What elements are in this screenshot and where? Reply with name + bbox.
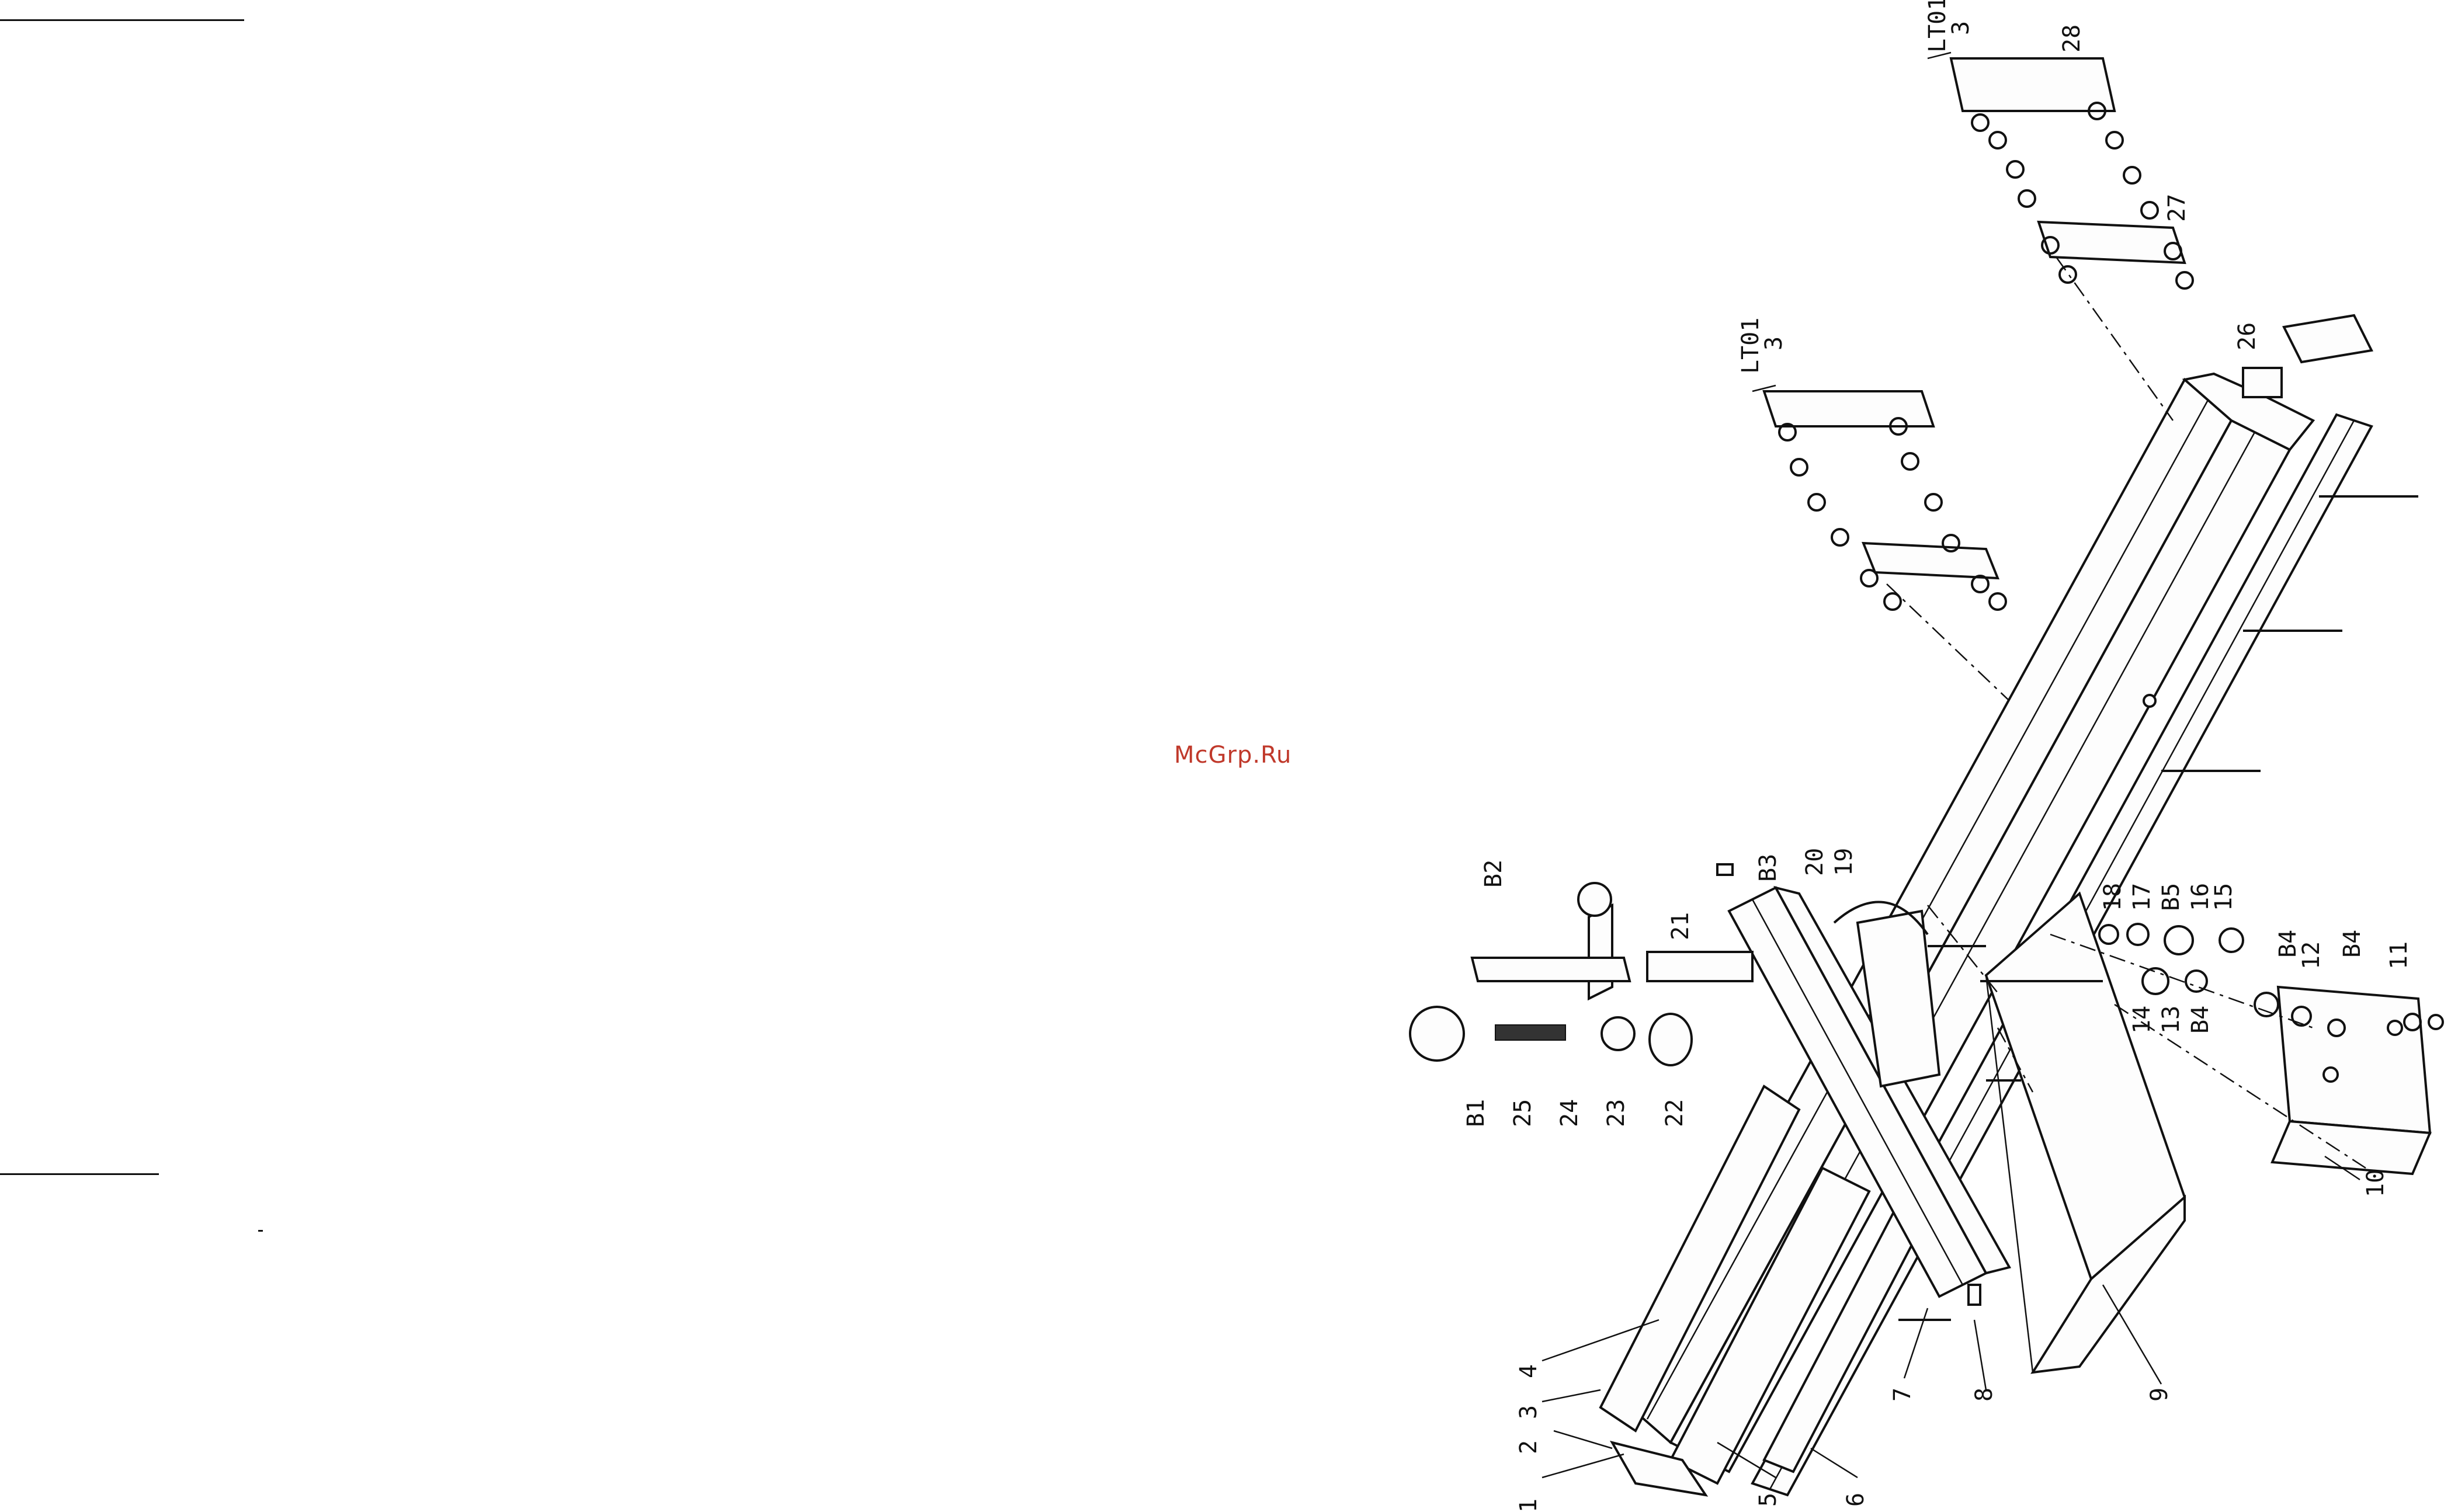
callout-24: 24 [1556, 1099, 1583, 1127]
callout-20: 20 [1801, 848, 1828, 876]
spring-24 [1495, 1025, 1565, 1040]
knob-B1 [1410, 1007, 1464, 1061]
callout-B3: B3 [1755, 854, 1782, 882]
bracket-28 [1951, 58, 2115, 111]
callout-13: 13 [2158, 1006, 2185, 1034]
callout-B4-c: B4 [2187, 1006, 2214, 1034]
end-cap-26 [2243, 315, 2372, 397]
callout-4: 4 [1515, 1364, 1542, 1378]
callout-B1: B1 [1463, 1099, 1490, 1127]
callout-25: 25 [1509, 1099, 1536, 1127]
callout-3: 3 [1515, 1405, 1542, 1419]
callout-16: 16 [2187, 883, 2214, 911]
callout-8: 8 [1971, 1388, 1998, 1402]
lever-25 [1472, 958, 1630, 981]
callout-1: 1 [1515, 1499, 1542, 1512]
bracket-27 [2039, 222, 2185, 263]
bracket-lower-plate [1863, 543, 1998, 578]
shaft-21 [1647, 952, 1752, 981]
bracket-lt01-b [1764, 391, 1933, 426]
callout-B2: B2 [1480, 860, 1507, 888]
knob-B2-body [1589, 905, 1612, 999]
lower-bracket-assembly [1764, 391, 2006, 610]
callout-17: 17 [2129, 883, 2155, 911]
callout-B4-b: B4 [2339, 930, 2366, 958]
callout-LT01-b-qty: 3 [1761, 336, 1787, 350]
plate-top [1986, 894, 2185, 1279]
callout-2: 2 [1515, 1440, 1542, 1454]
cap-block [2243, 368, 2282, 397]
bracket-plate [2278, 987, 2430, 1133]
callout-9: 9 [2146, 1388, 2173, 1402]
part8-clip [1969, 1285, 1980, 1305]
callout-26: 26 [2234, 322, 2261, 350]
callout-LT01-a-qty: 3 [1947, 21, 1974, 35]
callout-10: 10 [2362, 1169, 2389, 1197]
callout-B4-a: B4 [2275, 930, 2301, 958]
knob-B2 [1578, 883, 1611, 916]
upper-bracket-assembly [1951, 58, 2193, 289]
fence-tab [1717, 864, 1733, 875]
callout-28: 28 [2058, 25, 2085, 53]
callout-27: 27 [2164, 194, 2190, 222]
callout-6: 6 [1842, 1493, 1869, 1507]
callout-23: 23 [1603, 1099, 1630, 1127]
callout-14: 14 [2129, 1006, 2155, 1034]
cap-plate [2284, 315, 2372, 362]
callout-19: 19 [1831, 848, 1858, 876]
ring-22 [1650, 1014, 1692, 1065]
washer-23 [1602, 1017, 1634, 1050]
callout-15: 15 [2210, 883, 2237, 911]
callout-7: 7 [1889, 1388, 1916, 1402]
callout-5: 5 [1755, 1493, 1782, 1507]
callout-12: 12 [2298, 941, 2325, 969]
lower-nut-chain [1779, 418, 2006, 610]
main-rail [1624, 374, 2313, 1472]
callout-B5: B5 [2158, 883, 2185, 911]
callout-18: 18 [2099, 883, 2126, 911]
callout-21: 21 [1667, 912, 1694, 940]
table-plate [1986, 894, 2185, 1372]
callout-11: 11 [2386, 941, 2412, 969]
callout-22: 22 [1661, 1099, 1688, 1127]
